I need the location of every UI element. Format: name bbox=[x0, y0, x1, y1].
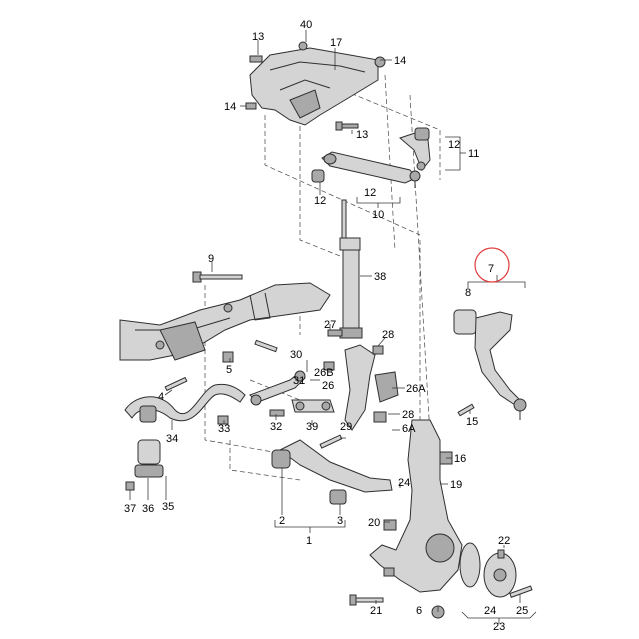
callout-5: 5 bbox=[226, 364, 232, 376]
callout-36: 36 bbox=[142, 503, 154, 515]
callout-10: 10 bbox=[372, 209, 384, 221]
stabilizer-clamp bbox=[125, 439, 164, 491]
callout-11: 11 bbox=[468, 148, 479, 160]
callout-31: 31 bbox=[293, 375, 305, 387]
callout-25: 25 bbox=[516, 605, 528, 617]
link-39 bbox=[291, 399, 335, 413]
stabilizer-bar bbox=[124, 383, 246, 423]
callout-13-top: 13 bbox=[252, 31, 264, 43]
callout-12-mid: 12 bbox=[364, 187, 376, 199]
callout-12-left: 12 bbox=[314, 195, 326, 207]
callout-13-mid: 13 bbox=[356, 129, 368, 141]
control-arm-7 bbox=[453, 309, 527, 420]
subframe-bolts bbox=[245, 55, 359, 131]
lower-control-arm bbox=[271, 439, 393, 505]
shock-absorber bbox=[339, 199, 363, 339]
misc-bolts bbox=[164, 339, 533, 606]
callout-28-upper: 28 bbox=[382, 329, 394, 341]
callout-15: 15 bbox=[466, 416, 478, 428]
callout-4: 4 bbox=[158, 391, 164, 403]
callout-6a: 6A bbox=[402, 423, 416, 435]
callout-26b: 26B bbox=[314, 367, 334, 379]
callout-17: 17 bbox=[330, 37, 342, 49]
subframe-carrier bbox=[249, 41, 386, 126]
highlight-circle bbox=[474, 247, 510, 283]
callout-21: 21 bbox=[370, 605, 382, 617]
steering-knuckle bbox=[369, 419, 463, 619]
callout-20: 20 bbox=[368, 517, 380, 529]
callout-38: 38 bbox=[374, 271, 386, 283]
upper-control-arm-10 bbox=[321, 151, 421, 188]
crossmember bbox=[119, 282, 331, 361]
callout-12-upper: 12 bbox=[448, 139, 460, 151]
callout-28-lower: 28 bbox=[402, 409, 414, 421]
callout-labels: 13 40 17 14 14 13 12 11 12 12 10 9 38 7 … bbox=[124, 19, 528, 633]
callout-34: 34 bbox=[166, 433, 178, 445]
callout-7: 7 bbox=[488, 263, 494, 275]
callout-14-right: 14 bbox=[394, 55, 406, 67]
callout-24-hub: 24 bbox=[484, 605, 496, 617]
callout-9: 9 bbox=[208, 253, 214, 265]
callout-2: 2 bbox=[279, 515, 285, 527]
callout-16: 16 bbox=[454, 453, 466, 465]
callout-24-knuckle: 24 bbox=[398, 477, 410, 489]
callout-23: 23 bbox=[493, 621, 505, 633]
callout-27: 27 bbox=[324, 319, 336, 331]
callout-8: 8 bbox=[465, 287, 471, 299]
long-bolt-9 bbox=[192, 271, 243, 283]
callout-19: 19 bbox=[450, 479, 462, 491]
callout-26: 26 bbox=[322, 380, 334, 392]
callout-30: 30 bbox=[290, 349, 302, 361]
callout-26a: 26A bbox=[406, 383, 426, 395]
callout-6: 6 bbox=[416, 605, 422, 617]
callout-37: 37 bbox=[124, 503, 136, 515]
callout-14-left: 14 bbox=[224, 101, 236, 113]
callout-39: 39 bbox=[306, 421, 318, 433]
leader-lines bbox=[129, 30, 521, 612]
callout-3: 3 bbox=[337, 515, 343, 527]
callout-40: 40 bbox=[300, 19, 312, 31]
wheel-hub bbox=[459, 542, 517, 598]
callout-33: 33 bbox=[218, 423, 230, 435]
callout-1: 1 bbox=[306, 535, 312, 547]
callout-22: 22 bbox=[498, 535, 510, 547]
callout-32: 32 bbox=[270, 421, 282, 433]
callout-35: 35 bbox=[162, 501, 174, 513]
callout-29: 29 bbox=[340, 421, 352, 433]
upper-control-arm-11 bbox=[399, 127, 431, 171]
coupling-link bbox=[249, 370, 306, 417]
bushing-12 bbox=[311, 169, 325, 183]
bearing-housing-26 bbox=[323, 329, 399, 431]
